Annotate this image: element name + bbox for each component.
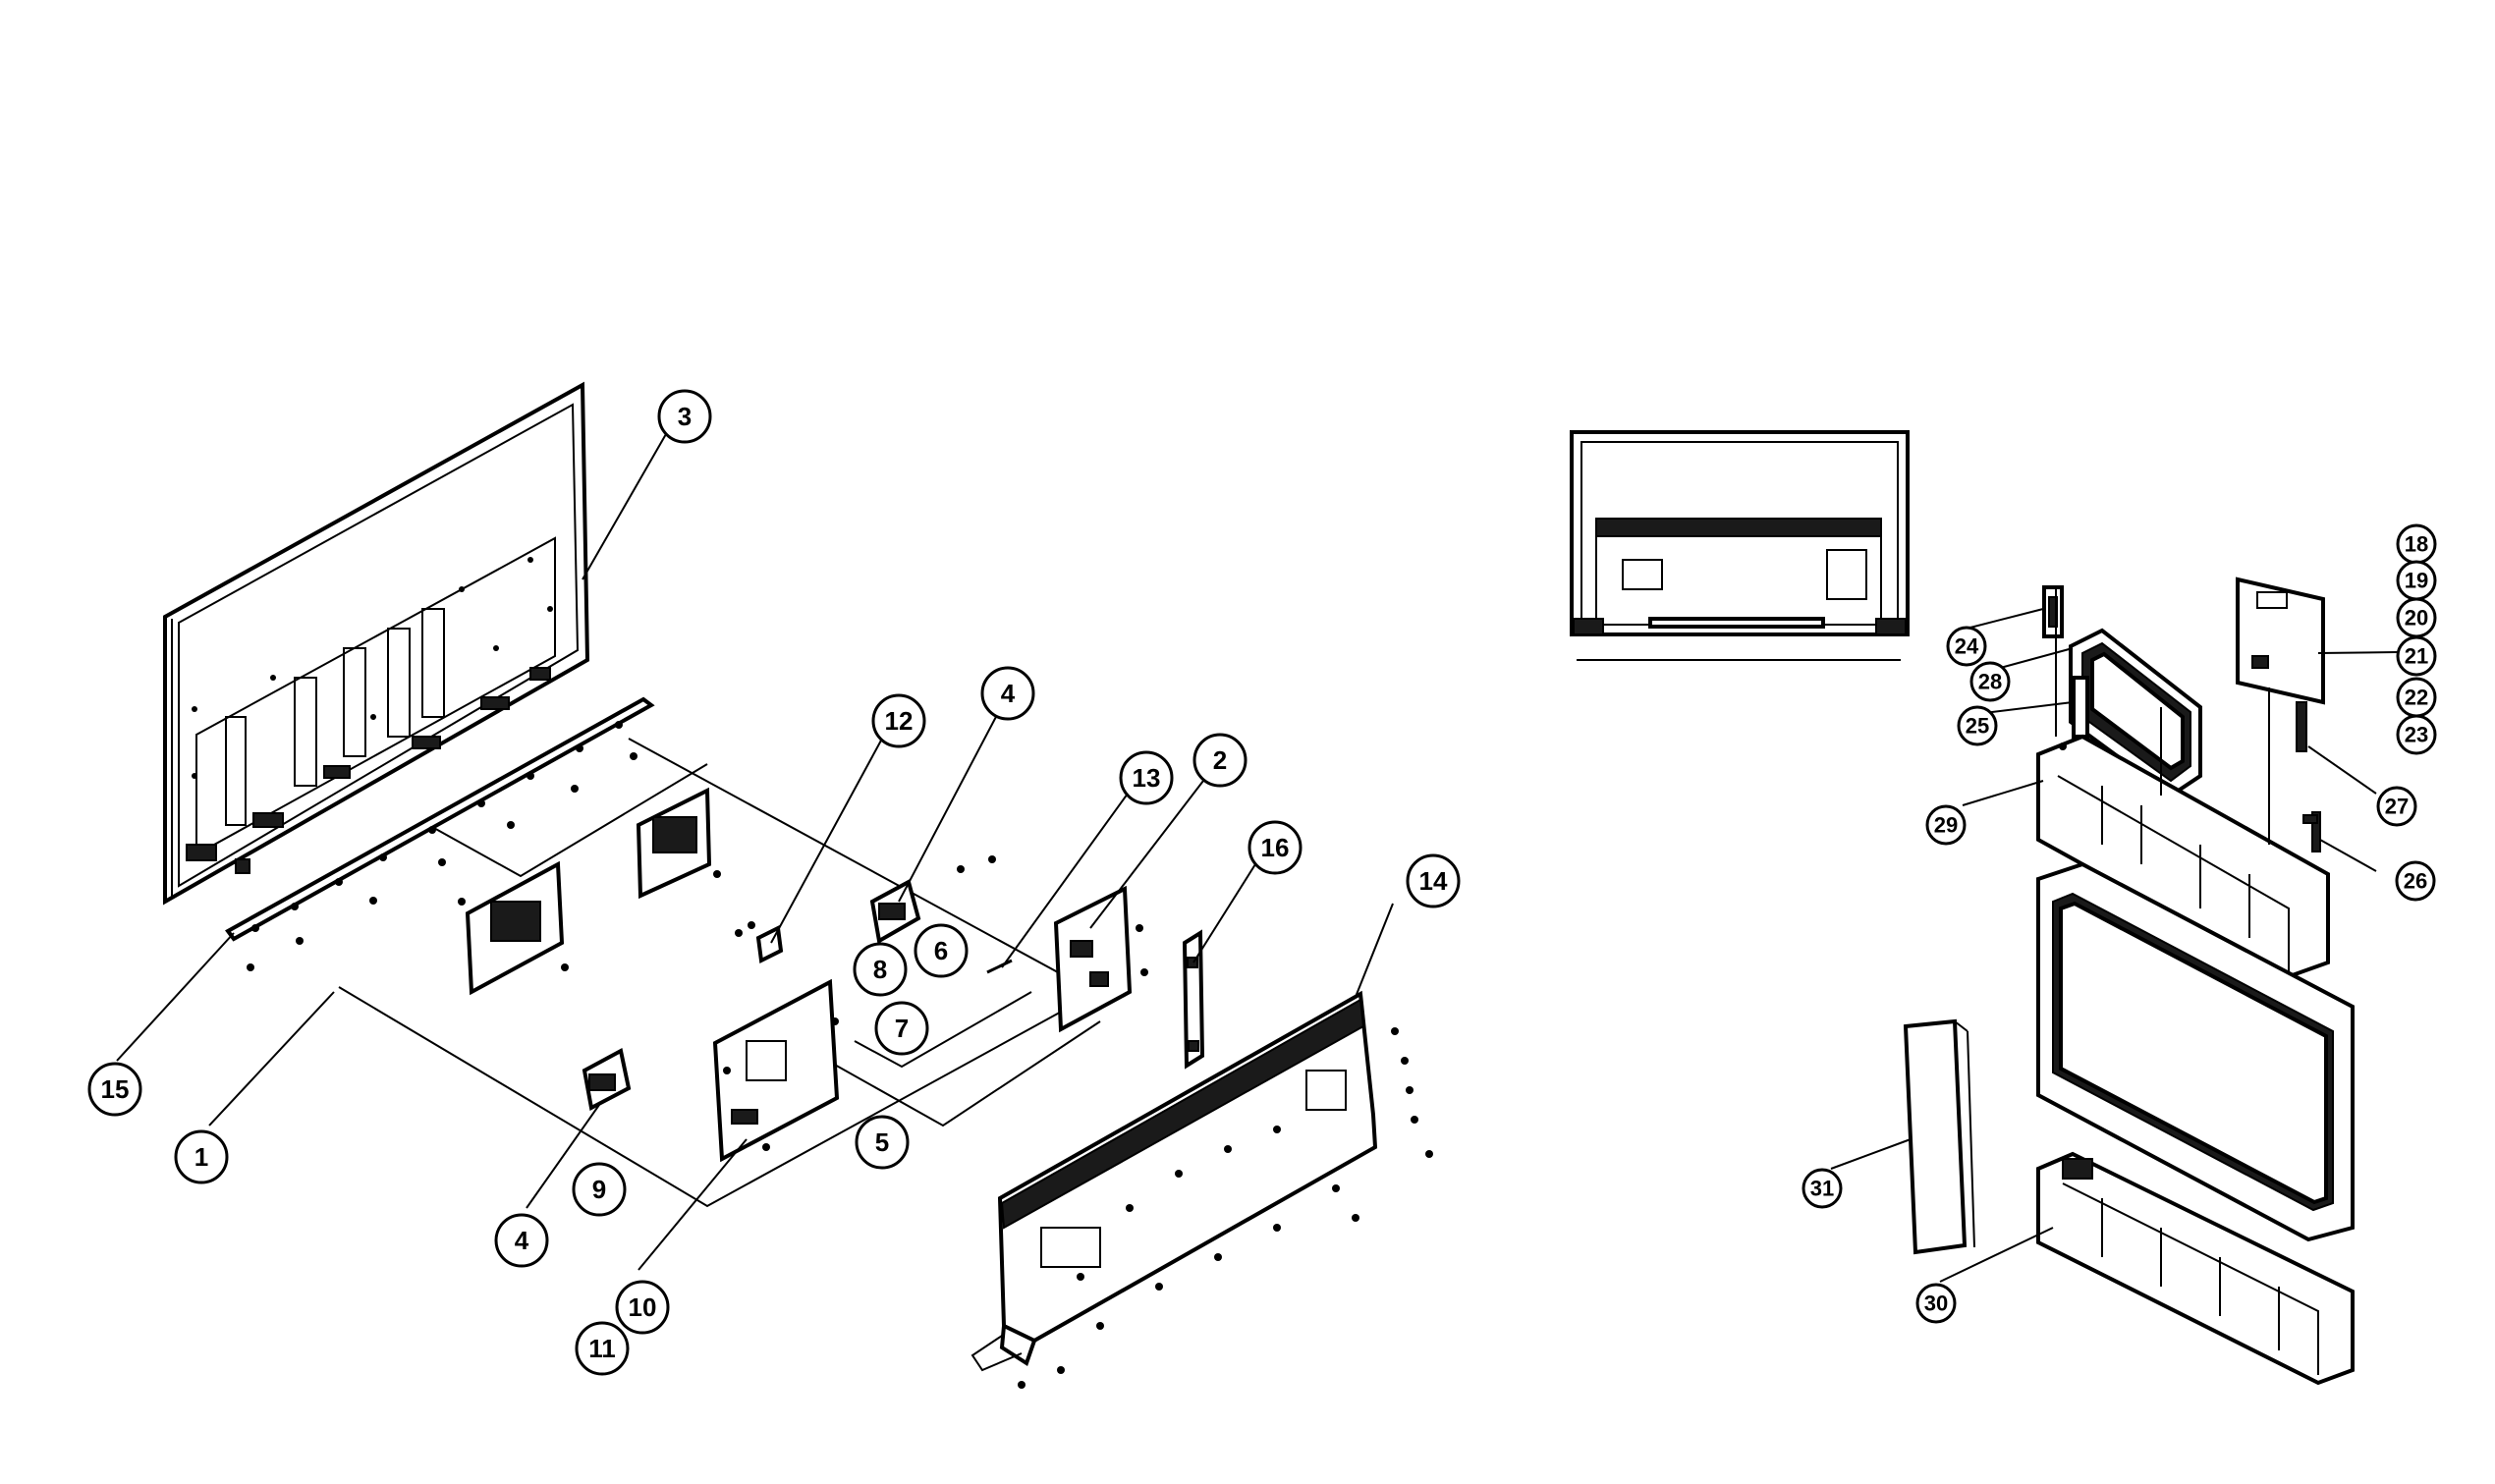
callout-4-upper: 4 bbox=[980, 666, 1035, 721]
svg-text:4: 4 bbox=[1001, 679, 1016, 708]
callout-5: 5 bbox=[855, 1115, 910, 1170]
callout-21: 21 bbox=[2396, 635, 2437, 677]
svg-text:19: 19 bbox=[2405, 569, 2428, 593]
svg-text:30: 30 bbox=[1924, 1292, 1948, 1316]
svg-text:9: 9 bbox=[592, 1175, 606, 1204]
svg-text:15: 15 bbox=[101, 1074, 130, 1104]
svg-text:22: 22 bbox=[2405, 686, 2428, 710]
svg-text:10: 10 bbox=[629, 1292, 657, 1322]
callout-6: 6 bbox=[914, 923, 969, 978]
callout-3: 3 bbox=[657, 389, 712, 444]
svg-text:12: 12 bbox=[885, 706, 914, 736]
tv-front-view bbox=[2036, 861, 2355, 1242]
callout-18: 18 bbox=[2396, 523, 2437, 565]
svg-text:4: 4 bbox=[515, 1226, 529, 1255]
svg-text:5: 5 bbox=[875, 1127, 889, 1157]
callouts: 3 12 4 13 2 16 14 8 6 7 5 15 1 9 4 10 11… bbox=[87, 389, 2437, 1376]
callout-31: 31 bbox=[1802, 1168, 1843, 1209]
screws-under-led-bar bbox=[247, 752, 638, 971]
svg-text:3: 3 bbox=[678, 402, 692, 431]
item-part-25 bbox=[2072, 676, 2089, 739]
callout-24: 24 bbox=[1946, 626, 1987, 667]
svg-text:26: 26 bbox=[2404, 869, 2427, 894]
back-cover-part-14 bbox=[970, 990, 1433, 1389]
callout-8: 8 bbox=[853, 942, 908, 997]
svg-text:2: 2 bbox=[1213, 745, 1227, 775]
accessory-box-part-31 bbox=[1903, 1018, 1975, 1255]
callout-19: 19 bbox=[2396, 560, 2437, 601]
svg-text:28: 28 bbox=[1978, 670, 2002, 694]
callout-15: 15 bbox=[87, 1062, 142, 1117]
svg-text:23: 23 bbox=[2405, 723, 2428, 747]
callout-9: 9 bbox=[572, 1162, 627, 1217]
svg-text:14: 14 bbox=[1419, 866, 1448, 896]
bracket-part-4-upper bbox=[869, 879, 921, 945]
svg-text:1: 1 bbox=[194, 1142, 208, 1172]
leader-lines bbox=[116, 433, 2399, 1283]
item-part-24 bbox=[2042, 585, 2064, 638]
connector-part-13 bbox=[957, 855, 1013, 974]
main-board-part-2 bbox=[1053, 885, 1148, 1033]
callout-26: 26 bbox=[2395, 860, 2436, 902]
svg-text:7: 7 bbox=[895, 1014, 909, 1043]
svg-text:24: 24 bbox=[1955, 634, 1979, 659]
manual-part-21 bbox=[2236, 577, 2325, 705]
small-module-part-12 bbox=[735, 921, 784, 964]
callout-30: 30 bbox=[1915, 1283, 1957, 1324]
svg-text:27: 27 bbox=[2385, 795, 2409, 819]
svg-text:20: 20 bbox=[2405, 606, 2428, 631]
power-board-part-10 bbox=[712, 978, 840, 1163]
callout-25: 25 bbox=[1957, 705, 1998, 746]
callout-12: 12 bbox=[871, 693, 926, 748]
speaker-left bbox=[458, 860, 569, 996]
svg-text:6: 6 bbox=[934, 936, 948, 965]
rear-view-inset bbox=[1570, 430, 1910, 661]
svg-text:13: 13 bbox=[1133, 763, 1161, 793]
callout-10: 10 bbox=[615, 1280, 670, 1335]
svg-text:8: 8 bbox=[873, 955, 887, 984]
callout-29: 29 bbox=[1925, 804, 1967, 846]
foam-bottom-part-30 bbox=[2036, 1151, 2355, 1386]
lcd-panel-part-3 bbox=[163, 381, 590, 906]
assembly-guide-lines bbox=[338, 738, 1117, 1208]
svg-text:18: 18 bbox=[2405, 532, 2428, 557]
callout-22: 22 bbox=[2396, 677, 2437, 718]
svg-text:29: 29 bbox=[1934, 813, 1958, 838]
callout-7: 7 bbox=[874, 1001, 929, 1056]
callout-28: 28 bbox=[1969, 661, 2011, 702]
callout-14: 14 bbox=[1406, 853, 1461, 908]
callout-11: 11 bbox=[575, 1321, 630, 1376]
callout-4-lower: 4 bbox=[494, 1213, 549, 1268]
svg-text:31: 31 bbox=[1810, 1177, 1834, 1201]
item-part-26 bbox=[2302, 811, 2321, 852]
svg-text:25: 25 bbox=[1966, 714, 1989, 739]
svg-text:21: 21 bbox=[2405, 644, 2428, 669]
callout-1: 1 bbox=[174, 1129, 229, 1184]
keyboard-part-16 bbox=[1182, 929, 1205, 1070]
item-part-27 bbox=[2296, 701, 2307, 752]
bracket-part-4-lower bbox=[582, 1047, 632, 1112]
svg-text:11: 11 bbox=[588, 1334, 616, 1363]
callout-13: 13 bbox=[1119, 750, 1174, 805]
callout-27: 27 bbox=[2376, 786, 2417, 827]
speaker-right bbox=[636, 787, 721, 900]
callout-2: 2 bbox=[1192, 733, 1248, 788]
svg-text:16: 16 bbox=[1261, 833, 1290, 862]
callout-20: 20 bbox=[2396, 597, 2437, 638]
callout-23: 23 bbox=[2396, 714, 2437, 755]
callout-16: 16 bbox=[1248, 820, 1303, 875]
foam-top-part-29 bbox=[2036, 589, 2330, 980]
